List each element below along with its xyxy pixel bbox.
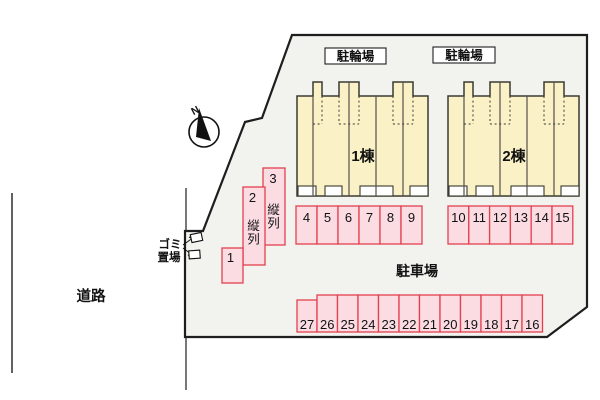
space-number: 26 (320, 317, 334, 332)
space-number: 19 (464, 317, 478, 332)
bicycle-parking-box (432, 46, 496, 64)
space-number: 18 (484, 317, 498, 332)
space-number: 11 (472, 210, 486, 225)
parking-space (400, 205, 423, 245)
garbage-label-line2: 置場 (158, 250, 181, 264)
building-1-stair-dashes (313, 96, 414, 125)
entrance-notch (560, 185, 580, 197)
parking-row-bottom: 27 26 25 24 23 22 21 20 19 18 17 16 (296, 294, 544, 333)
building-1-label: 1棟 (351, 147, 375, 165)
space-number: 8 (387, 210, 394, 225)
bicycle-parking-label: 駐輪場 (445, 48, 483, 63)
parking-space (242, 186, 266, 266)
space-number: 1 (227, 250, 234, 265)
garbage-area: ゴミ 置場 (158, 231, 204, 264)
space-number: 25 (341, 317, 355, 332)
building-1-outline (296, 81, 429, 197)
building-2-outline (447, 81, 580, 197)
space-number: 27 (300, 317, 314, 332)
entrance-notch (324, 185, 343, 197)
compass: N (188, 104, 220, 148)
tandem-label-char: 縦 (247, 219, 260, 233)
entrance-notch (409, 185, 429, 197)
space-number: 23 (382, 317, 396, 332)
space-number: 3 (269, 171, 276, 186)
entrance-notch (475, 185, 494, 197)
parking-space (551, 205, 574, 245)
parking-lot-label: 駐車場 (396, 263, 438, 279)
space-number: 6 (345, 210, 352, 225)
entrance-notch (297, 185, 317, 197)
parking-space (521, 294, 544, 333)
space-number: 4 (303, 210, 310, 225)
bicycle-parking-sign-1: 駐輪場 (324, 47, 387, 65)
tandem-spaces: 3 2 1 縦 列 縦 列 (221, 167, 286, 284)
tandem-label-char: 列 (247, 233, 260, 247)
space-number: 10 (451, 210, 465, 225)
space-number: 15 (555, 210, 569, 225)
bicycle-parking-sign-2: 駐輪場 (432, 46, 496, 64)
parking-row-b: 10 11 12 13 14 15 (447, 205, 574, 245)
space-number: 17 (505, 317, 519, 332)
garbage-bin (189, 231, 204, 244)
garbage-label-line1: ゴミ (159, 237, 182, 251)
space-number: 22 (402, 317, 416, 332)
space-number: 24 (361, 317, 375, 332)
bicycle-parking-box (324, 47, 387, 65)
garbage-bin (188, 249, 201, 260)
space-number: 13 (514, 210, 528, 225)
parking-row-a: 4 5 6 7 8 9 (295, 205, 423, 245)
building-2-label: 2棟 (502, 147, 526, 165)
tandem-label-char: 縦 (267, 203, 280, 217)
building-2: 2棟 (447, 81, 580, 197)
space-number: 12 (493, 210, 507, 225)
entrance-notch (448, 185, 468, 197)
tandem-label-char: 列 (267, 217, 280, 231)
north-arrow-icon (196, 108, 211, 141)
space-number: 20 (443, 317, 457, 332)
space-number: 9 (408, 210, 415, 225)
space-number: 16 (525, 317, 539, 332)
building-2-stair-dashes (464, 96, 565, 125)
road-label: 道路 (77, 287, 106, 305)
space-number: 21 (423, 317, 437, 332)
bicycle-parking-label: 駐輪場 (337, 49, 375, 64)
road: 道路 (11, 188, 187, 390)
building-1-unit-dividers (312, 82, 404, 196)
space-number: 14 (534, 210, 548, 225)
building-1: 1棟 (296, 81, 429, 197)
space-number: 2 (249, 190, 256, 205)
parking-space (221, 247, 244, 284)
space-number: 5 (324, 210, 331, 225)
building-2-unit-dividers (463, 82, 555, 196)
space-number: 7 (366, 210, 373, 225)
